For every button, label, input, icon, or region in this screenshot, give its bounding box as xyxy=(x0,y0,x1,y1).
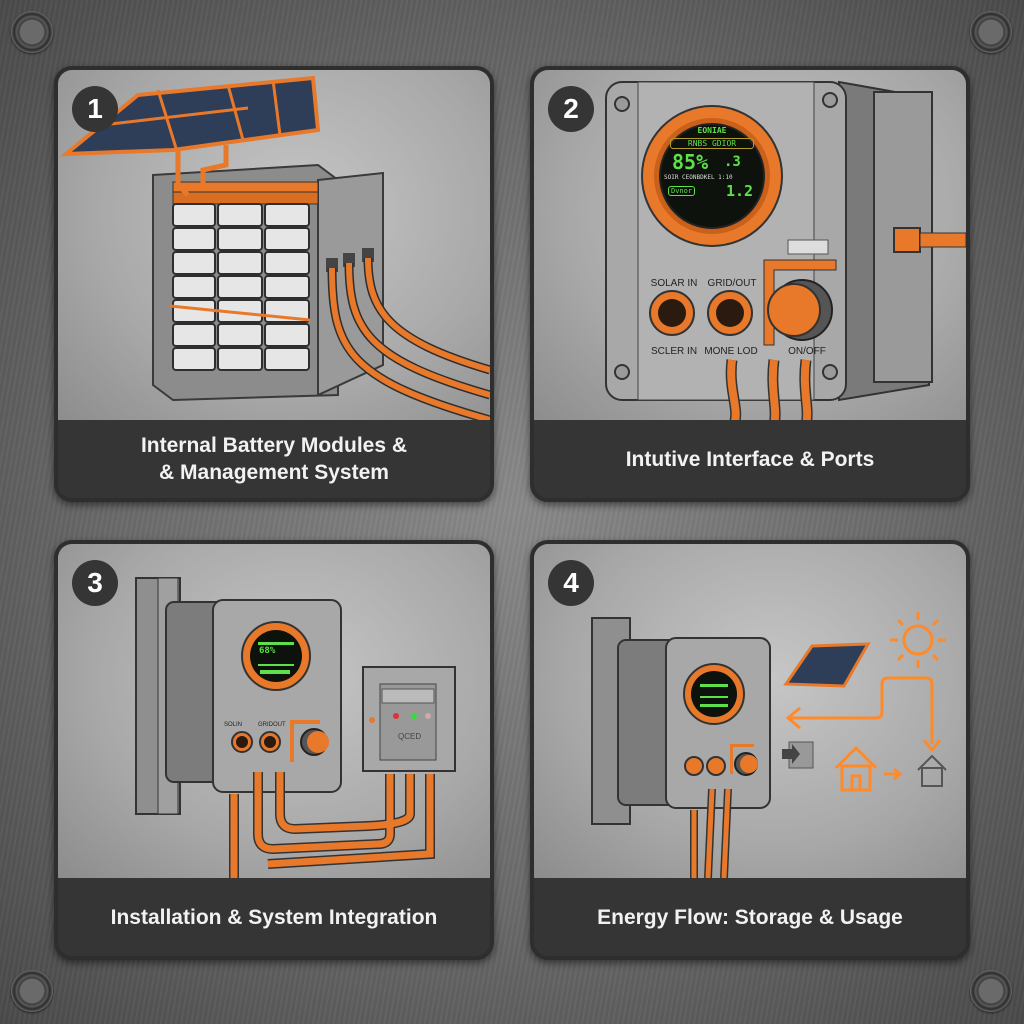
lcd-status-line: SOIR CEONBDKEL 1:10 xyxy=(664,174,733,181)
lcd-header: EONIAE xyxy=(697,126,727,135)
screw-icon xyxy=(11,11,53,53)
interface-illustration: EONIAE RNBS GDIOR 85% .3 SOIR CEONBDKEL … xyxy=(534,70,966,424)
screw-icon xyxy=(11,970,53,1012)
step-number-badge: 3 xyxy=(72,560,118,606)
panel-battery-modules: 1 xyxy=(54,66,494,502)
battery-cabinet-svg xyxy=(60,75,490,424)
panel-caption: Energy Flow: Storage & Usage xyxy=(534,878,966,956)
port-label-solar-in: SOLAR IN xyxy=(650,278,698,289)
lcd-button[interactable]: Dvnor xyxy=(668,186,696,196)
port-label-solar-in: SOLIN xyxy=(224,722,243,728)
lcd-mode: RNBS GDIOR xyxy=(670,138,754,149)
energy-flow-illustration xyxy=(534,544,966,878)
screw-icon xyxy=(970,970,1012,1012)
step-number-badge: 4 xyxy=(548,560,594,606)
screw-icon xyxy=(970,11,1012,53)
installation-illustration: 68% SOLIN GRIDOUT QCED xyxy=(58,544,490,878)
caption-line-1: Installation & System Integration xyxy=(110,905,438,929)
port-label-solar-in-bottom: SCLER IN xyxy=(650,346,698,357)
home-icon xyxy=(834,746,878,792)
lcd-power-value: 1.2 xyxy=(726,182,754,200)
panel-installation: 3 xyxy=(54,540,494,960)
port-label-grid-out: GRID/OUT xyxy=(707,278,757,289)
caption-line-1: Energy Flow: Storage & Usage xyxy=(597,905,903,929)
panel-energy-flow: 4 xyxy=(530,540,970,960)
port-label-grid-out: GRIDOUT xyxy=(258,722,286,728)
breaker-box-label: QCED xyxy=(398,732,422,741)
caption-line-2: & Management System xyxy=(159,461,389,484)
lcd-side-value: .3 xyxy=(724,154,741,170)
lcd-charge-percent: 68% xyxy=(259,646,276,656)
panel-caption: Internal Battery Modules & & Management … xyxy=(58,420,490,498)
power-knob[interactable] xyxy=(768,280,830,340)
inverter-front-svg xyxy=(605,80,966,424)
step-number-badge: 2 xyxy=(548,86,594,132)
installation-svg xyxy=(135,577,456,878)
panel-caption: Intutive Interface & Ports xyxy=(534,420,966,498)
step-number-badge: 1 xyxy=(72,86,118,132)
switch-label-on-off: ON/OFF xyxy=(788,346,826,357)
battery-cabinet-illustration xyxy=(58,70,490,424)
panel-caption: Installation & System Integration xyxy=(58,878,490,956)
caption-line-1: Intutive Interface & Ports xyxy=(625,447,875,471)
solar-in-port[interactable] xyxy=(650,291,694,335)
energy-flow-svg xyxy=(591,612,947,878)
lcd-charge-percent: 85% xyxy=(672,150,709,174)
solar-panel-icon xyxy=(614,544,615,545)
panel-interface-ports: 2 xyxy=(530,66,970,502)
caption-line-1: Internal Battery Modules & xyxy=(140,434,408,457)
sun-icon xyxy=(890,612,946,668)
grid-home-icon xyxy=(916,754,948,788)
port-label-home-load: MONE LOD xyxy=(704,346,758,357)
grid-out-port[interactable] xyxy=(708,291,752,335)
